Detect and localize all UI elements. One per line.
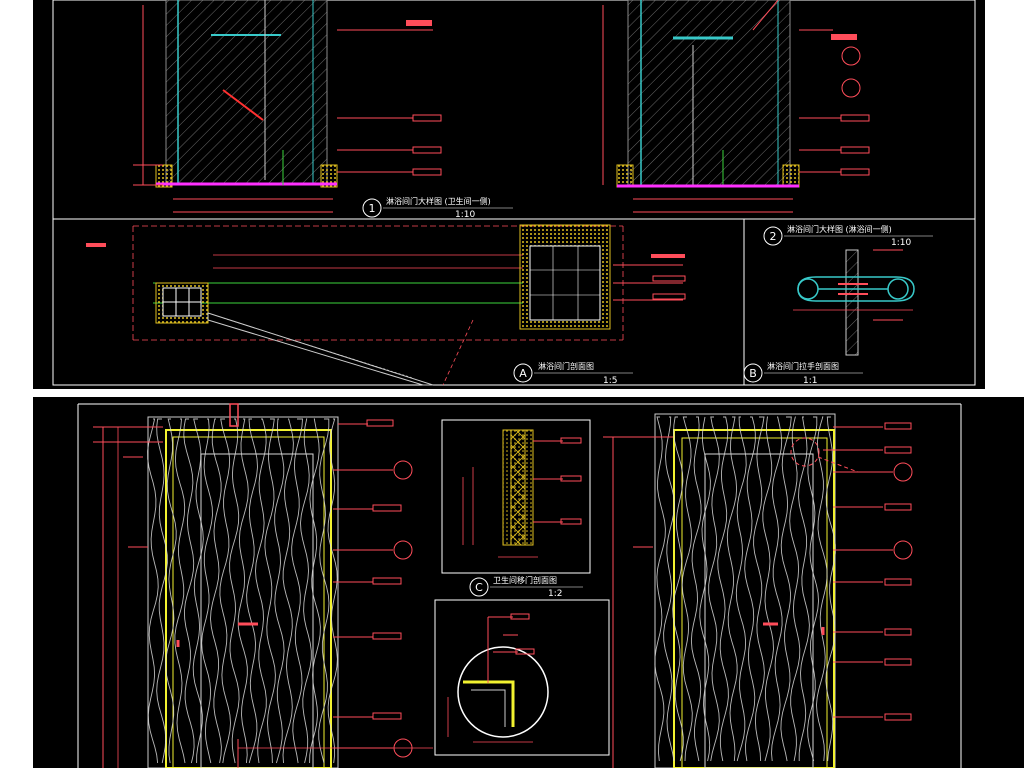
- wood-grain-line: [291, 418, 303, 764]
- wood-grain-line: [174, 418, 186, 764]
- elevation-1-drawing: 1 淋浴间门大样图 (卫生间一侧) 1:10: [133, 0, 513, 220]
- drawing-1-bubble: [362, 198, 382, 218]
- section-c-drawing: C 卫生间移门剖面图 1:2: [434, 419, 610, 756]
- wood-grain-line: [246, 418, 258, 764]
- glass-panel-left: [165, 0, 328, 186]
- handle-detail-drawing: 2 淋浴间门大样图 (淋浴间一侧) 1:10 B 淋浴间门拉手剖面图 1:1: [743, 224, 933, 386]
- wood-grain-line: [201, 418, 213, 764]
- wood-grain-line: [229, 418, 240, 764]
- wood-grain-line: [780, 416, 792, 762]
- bottom-drawing-canvas: C 卫生间移门剖面图 1:2: [77, 403, 962, 769]
- right-door-elevation: [603, 413, 913, 769]
- bottom-drawing-panel: C 卫生间移门剖面图 1:2: [33, 397, 1024, 769]
- wood-grain-line: [762, 416, 774, 762]
- drawing-2-scale: 1:10: [891, 238, 911, 248]
- wood-grain-line: [717, 416, 729, 762]
- wood-grain-line: [219, 418, 231, 764]
- wood-grain-line: [156, 418, 168, 764]
- wood-grain-line: [654, 416, 666, 762]
- wood-grain-line: [771, 416, 783, 762]
- wood-grain-line: [237, 418, 249, 764]
- wood-grain-line: [192, 418, 204, 764]
- wood-grain-line: [744, 416, 756, 762]
- drawing-b-scale: 1:1: [803, 376, 817, 386]
- drawing-c-bubble: [469, 577, 489, 597]
- wood-grain-line: [210, 418, 222, 764]
- top-drawing-panel: 1 淋浴间门大样图 (卫生间一侧) 1:10: [33, 0, 985, 389]
- wood-grain-line: [816, 416, 828, 762]
- wood-grain-line: [708, 416, 720, 762]
- drawing-a-bubble: [513, 363, 533, 383]
- wood-grain-right: [654, 416, 836, 762]
- wood-grain-line: [690, 416, 702, 762]
- wood-grain-line: [798, 416, 810, 761]
- wood-grain-left: [147, 418, 338, 764]
- wood-grain-line: [753, 416, 765, 762]
- wood-grain-line: [672, 416, 684, 762]
- drawing-2-title: 淋浴间门大样图 (淋浴间一侧): [787, 224, 892, 234]
- drawing-a-number: A: [519, 367, 527, 380]
- drawing-c-number: C: [475, 581, 483, 594]
- wood-grain-line: [825, 416, 836, 762]
- wood-grain-line: [147, 418, 159, 764]
- wood-grain-line: [789, 416, 801, 762]
- section-a-drawing: A 淋浴间门剖面图 1:5: [86, 224, 686, 386]
- drawing-c-scale: 1:2: [548, 589, 562, 599]
- wood-grain-line: [318, 418, 330, 764]
- wood-grain-line: [699, 416, 711, 762]
- drawing-a-scale: 1:5: [603, 376, 617, 386]
- top-drawing-canvas: 1 淋浴间门大样图 (卫生间一侧) 1:10: [52, 0, 976, 386]
- drawing-2-bubble: [763, 226, 783, 246]
- wood-grain-line: [735, 416, 747, 762]
- wood-grain-line: [327, 418, 338, 764]
- wood-grain-line: [309, 418, 321, 764]
- drawing-a-title: 淋浴间门剖面图: [538, 361, 594, 371]
- wood-grain-line: [681, 416, 693, 762]
- wood-grain-line: [183, 418, 195, 764]
- wood-grain-line: [282, 418, 294, 764]
- wood-grain-line: [300, 418, 312, 764]
- wood-grain-line: [663, 416, 675, 762]
- elevation-2-drawing: [602, 0, 870, 213]
- wood-grain-line: [726, 416, 738, 762]
- drawing-1-scale: 1:10: [455, 210, 475, 220]
- left-door-elevation: [93, 403, 433, 769]
- wood-grain-line: [264, 418, 276, 764]
- wood-grain-line: [165, 418, 177, 764]
- drawing-b-number: B: [749, 367, 757, 380]
- drawing-1-number: 1: [369, 202, 376, 215]
- wood-grain-line: [255, 418, 267, 764]
- drawing-c-title: 卫生间移门剖面图: [493, 575, 557, 585]
- top-outer-frame: [52, 0, 976, 386]
- drawing-b-title: 淋浴间门拉手剖面图: [767, 361, 839, 371]
- wood-grain-line: [274, 418, 285, 764]
- drawing-1-title: 淋浴间门大样图 (卫生间一侧): [386, 196, 491, 206]
- drawing-2-number: 2: [770, 230, 777, 243]
- glass-panel-right: [627, 0, 791, 186]
- drawing-b-bubble: [743, 363, 763, 383]
- wood-grain-line: [807, 416, 819, 762]
